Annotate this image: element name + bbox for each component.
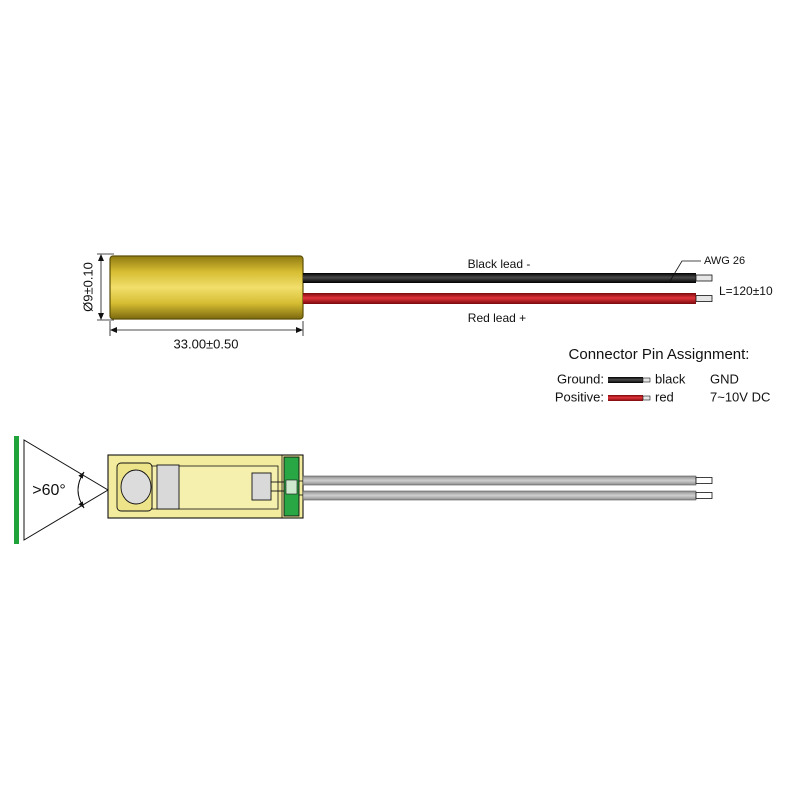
red-lead-label: Red lead + xyxy=(468,311,526,325)
section-lead-lower xyxy=(302,490,697,501)
section-lead-lower-tip xyxy=(695,492,713,499)
lead-length-label: L=120±10 xyxy=(719,284,773,298)
pin-color-name: red xyxy=(655,389,674,404)
black-lead-wire xyxy=(303,273,696,283)
beam-line xyxy=(14,436,19,544)
pin-assignment: Connector Pin Assignment: Ground: black … xyxy=(555,346,770,404)
wire-swatch-red xyxy=(608,395,643,401)
beam-cone xyxy=(23,439,109,541)
black-lead-label: Black lead - xyxy=(468,257,531,271)
lens xyxy=(120,469,152,505)
pin-color-name: black xyxy=(655,371,686,386)
laser-diode xyxy=(251,472,272,501)
wire-swatch-tip xyxy=(642,377,651,383)
wire-swatch-black xyxy=(608,377,643,383)
pin-assignment-title: Connector Pin Assignment: xyxy=(569,346,750,363)
length-label: 33.00±0.50 xyxy=(174,336,239,351)
diameter-label: Ø9±0.10 xyxy=(80,262,95,312)
length-dimension: 33.00±0.50 xyxy=(109,321,304,351)
pin-signal: GND xyxy=(710,371,739,386)
pin-row-label: Positive: xyxy=(555,389,604,404)
beam-angle-label: >60° xyxy=(32,482,66,499)
pin-signal: 7~10V DC xyxy=(710,389,770,404)
pin-row-ground: Ground: black GND xyxy=(557,371,739,386)
top-view: Ø9±0.10 33.00±0.50 Black lead - Red lead… xyxy=(80,253,773,351)
wire-swatch-tip xyxy=(642,395,651,401)
pin-row-label: Ground: xyxy=(557,371,604,386)
awg-label: AWG 26 xyxy=(704,255,745,267)
pin-row-positive: Positive: red 7~10V DC xyxy=(555,389,770,404)
diameter-dimension: Ø9±0.10 xyxy=(80,253,114,321)
section-lead-upper-tip xyxy=(695,477,713,484)
red-lead-tip xyxy=(695,295,713,302)
brass-housing xyxy=(109,255,304,320)
red-lead-wire xyxy=(303,293,696,304)
black-lead-tip xyxy=(695,274,713,282)
awg-leader-line xyxy=(669,260,701,282)
section-lead-upper xyxy=(302,475,697,486)
section-view: >60° xyxy=(14,436,713,544)
optic-spacer xyxy=(156,464,180,510)
